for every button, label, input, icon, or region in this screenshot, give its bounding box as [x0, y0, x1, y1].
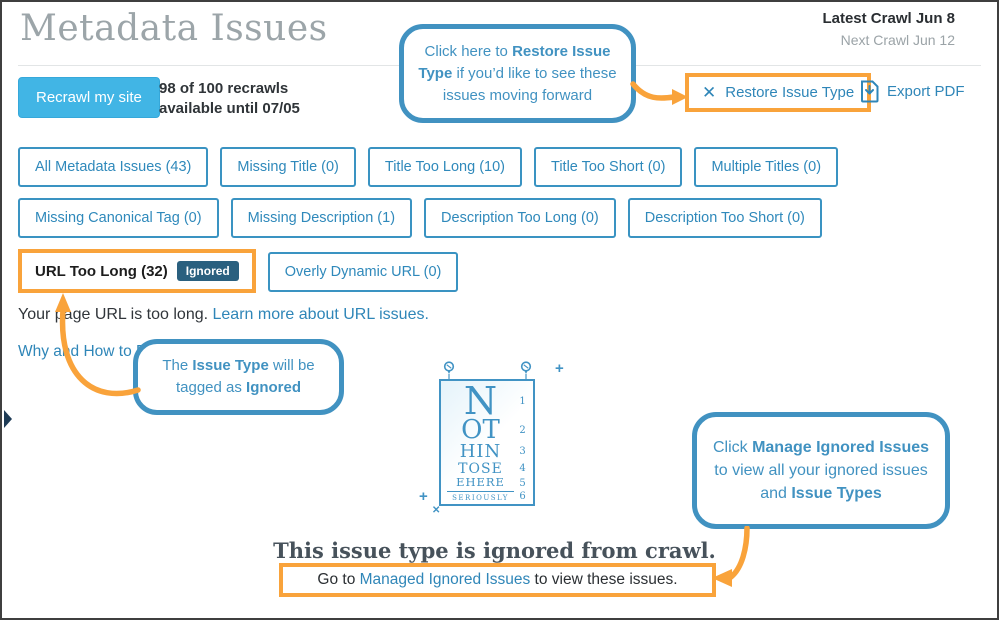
restore-issue-type-button[interactable]: ✕ Restore Issue Type	[689, 77, 868, 108]
sidebar-expand-handle[interactable]	[4, 410, 12, 428]
annotation-highlight-restore: ✕ Restore Issue Type	[685, 73, 872, 112]
filter-row-3: URL Too Long (32) Ignored Overly Dynamic…	[18, 249, 459, 293]
export-pdf-icon	[860, 80, 879, 103]
callout-issue-type-ignored: The Issue Type will be tagged as Ignored	[133, 339, 344, 415]
restore-issue-type-label: Restore Issue Type	[725, 84, 855, 101]
x-decoration: ✕	[432, 505, 441, 516]
filter-row-2: Missing Canonical Tag (0) Missing Descri…	[18, 198, 822, 238]
latest-crawl-label: Latest Crawl Jun 8	[822, 10, 955, 27]
export-pdf-button[interactable]: Export PDF	[860, 80, 965, 103]
annotation-highlight-goto: Go to Managed Ignored Issues to view the…	[279, 563, 716, 597]
pushpin-icon	[520, 361, 532, 385]
next-crawl-label: Next Crawl Jun 12	[840, 32, 955, 48]
ignored-from-crawl-heading: This issue type is ignored from crawl.	[273, 538, 716, 563]
learn-more-link[interactable]: Learn more about URL issues.	[212, 306, 429, 323]
goto-text-post: to view these issues.	[530, 571, 678, 588]
annotation-highlight-url-too-long: URL Too Long (32) Ignored	[18, 249, 256, 293]
tab-overly-dynamic-url[interactable]: Overly Dynamic URL (0)	[267, 252, 459, 292]
ignored-badge: Ignored	[176, 261, 239, 281]
recrawl-quota-text: 98 of 100 recrawls available until 07/05	[159, 79, 300, 119]
eye-chart-line: OT	[461, 415, 500, 445]
callout-restore-text: Click here to Restore Issue Type if you’…	[418, 42, 617, 104]
tab-missing-canonical-tag[interactable]: Missing Canonical Tag (0)	[18, 198, 219, 238]
goto-text-pre: Go to	[317, 571, 360, 588]
issue-description-text: Your page URL is too long.	[18, 306, 213, 323]
issue-description: Your page URL is too long. Learn more ab…	[18, 306, 429, 324]
tab-url-too-long-label: URL Too Long (32)	[35, 262, 168, 280]
callout-ignored-text: The Issue Type will be tagged as Ignored	[162, 357, 315, 396]
callout-manage-ignored-issues: Click Manage Ignored Issues to view all …	[692, 412, 950, 529]
eye-chart-line: EHERE	[456, 475, 505, 490]
why-how-to-fix-link[interactable]: Why and How to F	[18, 343, 146, 360]
close-icon: ✕	[702, 83, 717, 102]
recrawl-quota-line1: 98 of 100 recrawls	[159, 80, 289, 97]
callout-restore-issue-type: Click here to Restore Issue Type if you’…	[399, 24, 636, 123]
eye-chart-line: HIN	[459, 440, 502, 462]
pushpin-icon	[443, 361, 455, 385]
callout-manage-text: Click Manage Ignored Issues to view all …	[712, 439, 930, 502]
tab-description-too-long[interactable]: Description Too Long (0)	[424, 198, 616, 238]
page-title: Metadata Issues	[20, 8, 328, 49]
plus-decoration: +	[419, 488, 428, 505]
plus-decoration: +	[555, 360, 564, 377]
eye-chart-line: TOSE	[458, 460, 503, 477]
managed-ignored-issues-link[interactable]: Managed Ignored Issues	[359, 571, 531, 588]
recrawl-quota-line2: available until 07/05	[159, 100, 300, 117]
export-pdf-label: Export PDF	[887, 83, 965, 100]
tab-missing-description[interactable]: Missing Description (1)	[230, 198, 413, 238]
tab-multiple-titles[interactable]: Multiple Titles (0)	[694, 147, 839, 187]
eye-chart-line: N	[463, 379, 498, 423]
filter-row-1: All Metadata Issues (43) Missing Title (…	[18, 147, 839, 187]
tab-all-metadata-issues[interactable]: All Metadata Issues (43)	[18, 147, 209, 187]
tab-missing-title[interactable]: Missing Title (0)	[220, 147, 356, 187]
tab-title-too-long[interactable]: Title Too Long (10)	[367, 147, 522, 187]
recrawl-button[interactable]: Recrawl my site	[18, 77, 160, 118]
eye-chart-footer-line: SERIOUSLY	[447, 491, 514, 502]
tab-title-too-short[interactable]: Title Too Short (0)	[534, 147, 683, 187]
tab-url-too-long[interactable]: URL Too Long (32) Ignored	[22, 253, 252, 289]
arrow-to-restore-button	[630, 81, 688, 105]
tab-description-too-short[interactable]: Description Too Short (0)	[627, 198, 822, 238]
crawl-info: Latest Crawl Jun 8 Next Crawl Jun 12	[822, 10, 955, 48]
